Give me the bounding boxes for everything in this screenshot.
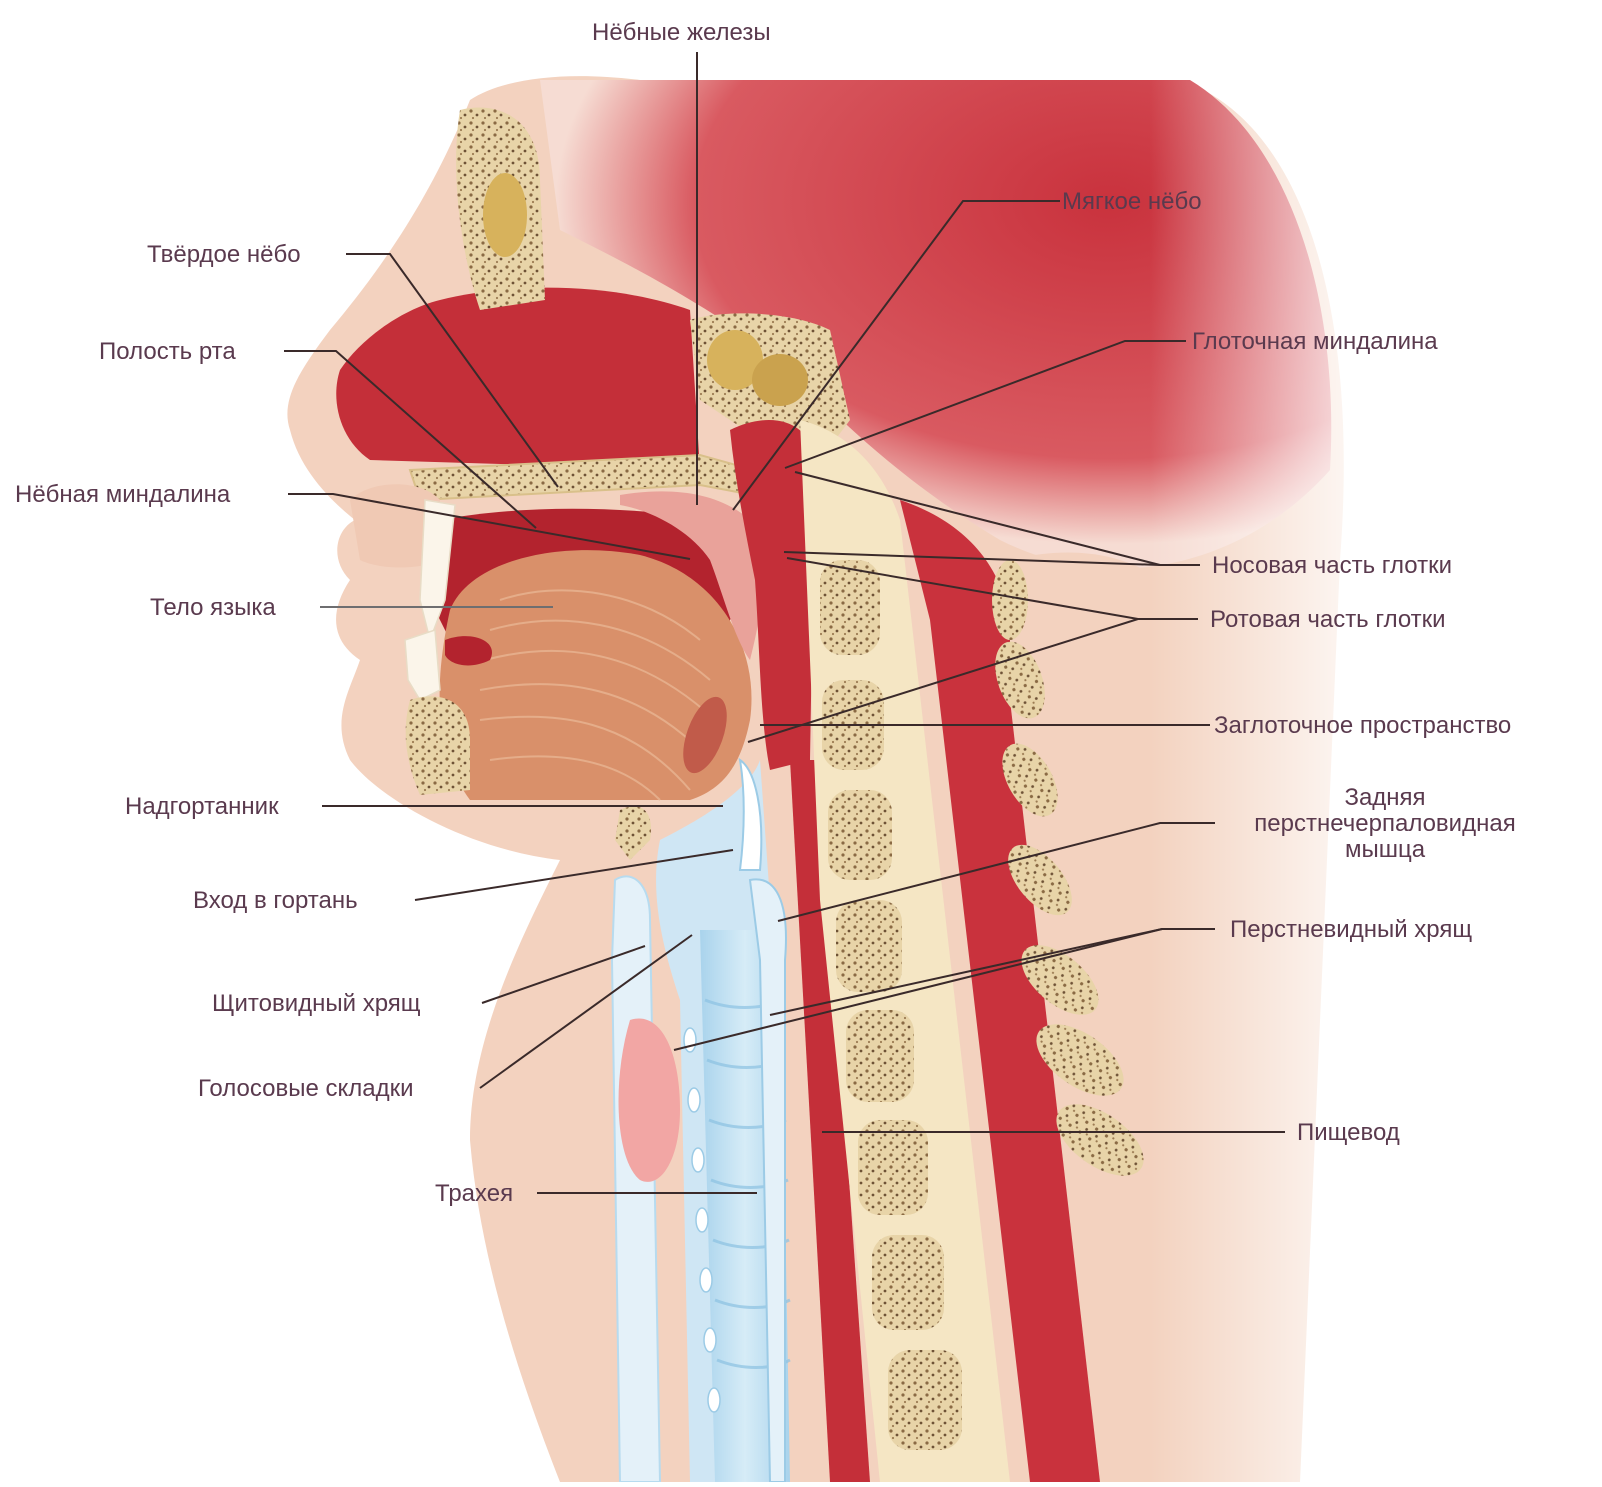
- label-nasopharynx: Носовая часть глотки: [1212, 552, 1452, 579]
- label-esophagus: Пищевод: [1297, 1119, 1400, 1146]
- label-pharyngeal-tonsil: Глоточная миндалина: [1192, 328, 1438, 355]
- label-trachea: Трахея: [435, 1180, 513, 1207]
- label-posterior-cricoarytenoid-1: Задняя: [1344, 784, 1425, 811]
- frontal-sinus-cavity: [483, 173, 527, 257]
- label-soft-palate: Мягкое нёбо: [1062, 188, 1202, 215]
- label-posterior-cricoarytenoid-3: мышца: [1345, 836, 1426, 863]
- label-oral-cavity: Полость рта: [99, 338, 236, 365]
- label-cricoid-cartilage: Перстневидный хрящ: [1230, 916, 1472, 943]
- label-oropharynx: Ротовая часть глотки: [1210, 606, 1446, 633]
- label-vocal-folds: Голосовые складки: [198, 1075, 414, 1102]
- label-retropharyngeal-space: Заглоточное пространство: [1214, 712, 1511, 739]
- label-thyroid-cartilage: Щитовидный хрящ: [212, 990, 421, 1017]
- label-tongue-body: Тело языка: [150, 594, 276, 621]
- label-hard-palate: Твёрдое нёбо: [147, 241, 301, 268]
- label-palatine-glands: Нёбные железы: [592, 19, 771, 46]
- label-epiglottis: Надгортанник: [125, 793, 279, 820]
- mandible: [406, 696, 470, 795]
- label-posterior-cricoarytenoid-2: перстнечерпаловидная: [1254, 810, 1515, 837]
- label-palatine-tonsil: Нёбная миндалина: [15, 481, 231, 508]
- label-larynx-inlet: Вход в гортань: [193, 887, 358, 914]
- right-fade-overlay: [1150, 80, 1400, 1482]
- sphenoid-sinus-b: [752, 354, 808, 406]
